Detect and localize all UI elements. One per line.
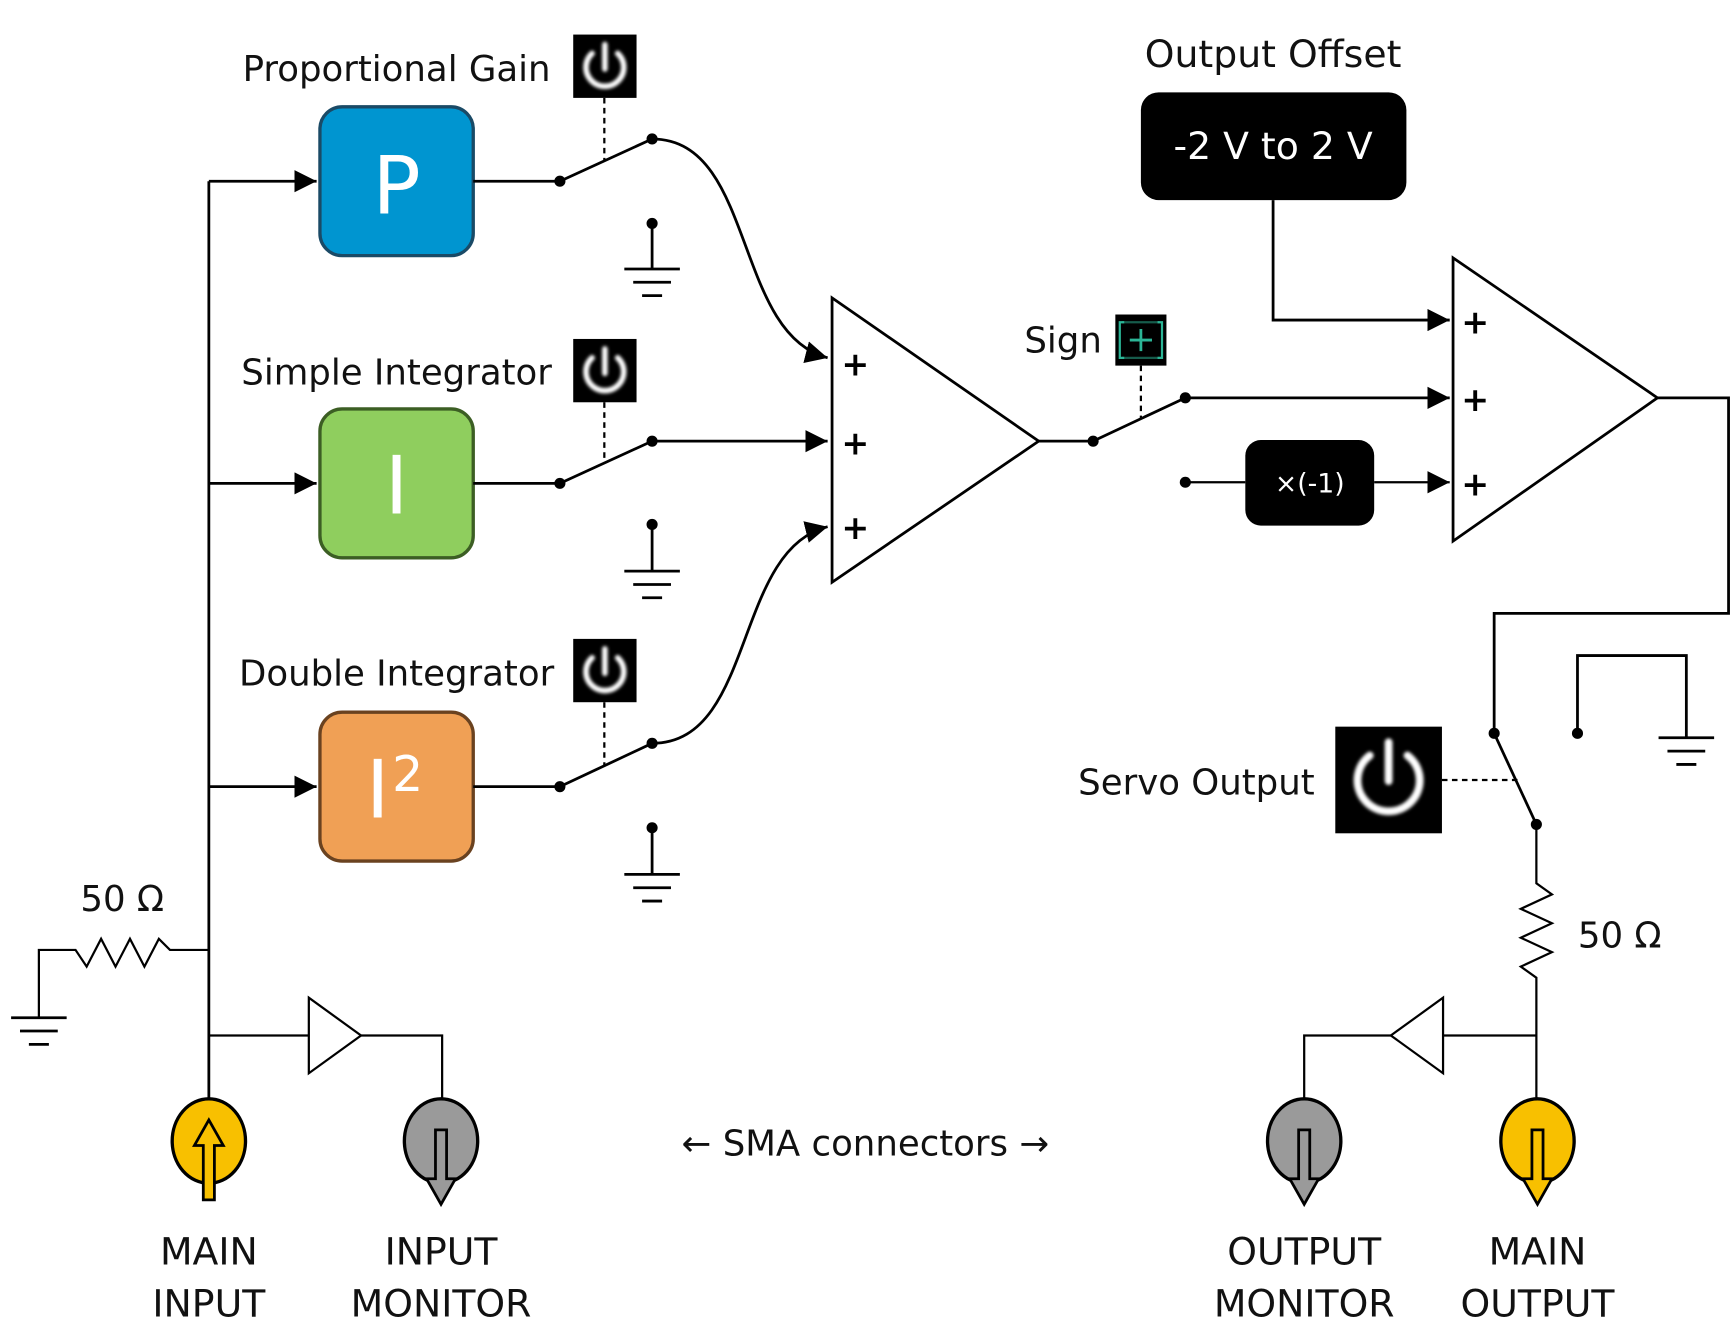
- integrator-symbol: I: [385, 439, 409, 532]
- output-resistor-label: 50 Ω: [1578, 916, 1662, 957]
- output-offset-label: Output Offset: [1145, 32, 1402, 76]
- power-icon: [1353, 738, 1424, 816]
- input-termination-resistor: [11, 936, 209, 1046]
- main-input-label-line2: INPUT: [152, 1282, 266, 1326]
- output-monitor-buffer: [1303, 995, 1537, 1107]
- input-monitor-connector[interactable]: [402, 1097, 480, 1208]
- invert-block: ×(-1): [1245, 440, 1450, 526]
- integrator-label: Simple Integrator: [241, 352, 552, 393]
- output-offset-range: -2 V to 2 V: [1173, 124, 1372, 168]
- sma-connectors-label: ← SMA connectors →: [682, 1123, 1049, 1164]
- sum2-output-wire: [1492, 396, 1730, 734]
- invert-label: ×(-1): [1275, 468, 1345, 499]
- sum1-input-1-sign: +: [841, 345, 869, 384]
- main-input-label-line1: MAIN: [160, 1229, 258, 1273]
- power-icon: [583, 41, 627, 90]
- plus-toggle-icon: [1118, 321, 1164, 359]
- sum2-input-1-sign: +: [1461, 302, 1489, 341]
- double-integrator-superscript: 2: [392, 746, 423, 803]
- servo-output-label: Servo Output: [1078, 762, 1315, 803]
- sum1-input-2-sign: +: [841, 423, 869, 462]
- output-monitor-label-line2: MONITOR: [1214, 1282, 1395, 1326]
- arrow-down-icon: [424, 1128, 458, 1208]
- sum2-input-2-sign: +: [1461, 380, 1489, 419]
- main-output-label-line2: OUTPUT: [1461, 1282, 1616, 1326]
- proportional-gain-label: Proportional Gain: [243, 49, 551, 90]
- proportional-switch: [473, 97, 828, 363]
- double-integrator-switch: [473, 521, 828, 903]
- integrator-switch: [473, 402, 828, 600]
- power-icon: [583, 346, 627, 394]
- main-output-connector[interactable]: [1499, 1097, 1576, 1208]
- sign-label: Sign: [1024, 320, 1102, 361]
- main-output-label-line1: MAIN: [1489, 1229, 1587, 1273]
- double-integrator-label: Double Integrator: [239, 654, 555, 695]
- output-monitor-connector[interactable]: [1265, 1097, 1343, 1208]
- sign-toggle-button[interactable]: [1115, 314, 1167, 366]
- arrow-down-icon: [1287, 1128, 1322, 1208]
- summing-amplifier-2: + + +: [1451, 255, 1660, 544]
- summing-amplifier-1: + + +: [830, 295, 1042, 585]
- proportional-gain-block[interactable]: P: [318, 105, 475, 258]
- input-monitor-label-line1: INPUT: [385, 1229, 499, 1273]
- input-resistor-label: 50 Ω: [80, 879, 164, 920]
- double-integrator-power-button[interactable]: [573, 638, 637, 703]
- power-icon: [583, 646, 627, 694]
- servo-output-switch: [1441, 654, 1715, 1112]
- input-bus: [207, 170, 317, 1112]
- offset-wire: [1271, 200, 1450, 332]
- sum1-input-3-sign: +: [841, 508, 869, 547]
- arrow-up-icon: [192, 1117, 226, 1202]
- output-monitor-label-line1: OUTPUT: [1227, 1229, 1382, 1273]
- output-offset-control[interactable]: -2 V to 2 V: [1140, 92, 1407, 201]
- sign-switch: [1038, 365, 1450, 488]
- arrow-down-icon: [1520, 1128, 1555, 1208]
- input-monitor-label-line2: MONITOR: [351, 1282, 532, 1326]
- double-integrator-symbol: I: [366, 744, 390, 837]
- input-monitor-buffer: [208, 995, 444, 1107]
- connector-labels: MAIN INPUT INPUT MONITOR OUTPUT MONITOR …: [152, 1229, 1615, 1325]
- main-input-connector[interactable]: [170, 1097, 248, 1202]
- proportional-power-button[interactable]: [573, 34, 637, 98]
- integrator-power-button[interactable]: [573, 338, 637, 403]
- sum2-input-3-sign: +: [1461, 465, 1489, 504]
- integrator-block[interactable]: I: [318, 407, 475, 560]
- double-integrator-block[interactable]: I 2: [318, 710, 475, 863]
- servo-output-power-button[interactable]: [1335, 726, 1442, 834]
- proportional-symbol: P: [372, 139, 420, 232]
